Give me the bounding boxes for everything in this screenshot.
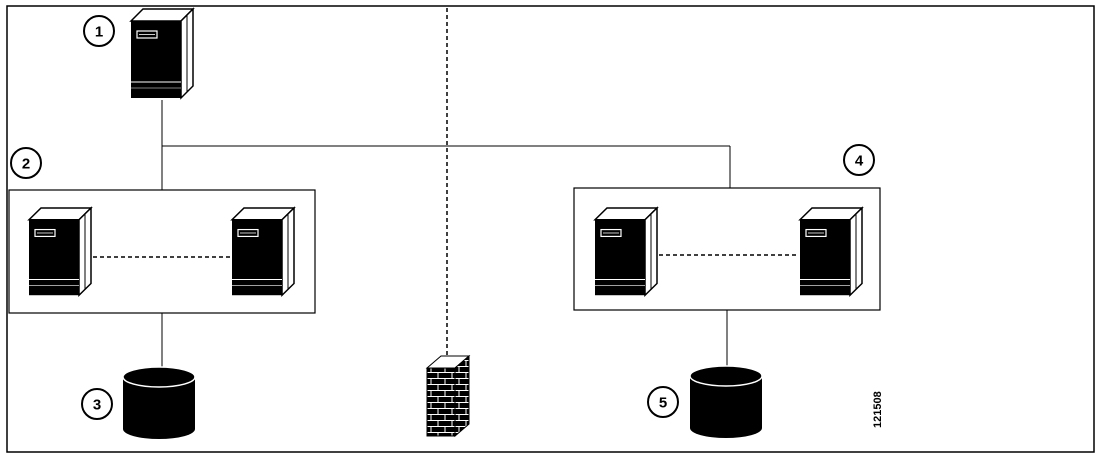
cluster-box-right [573,187,881,311]
connection-lines [161,100,731,368]
callout-3: 3 [81,388,113,420]
figure-id: 121508 [872,391,884,428]
cluster-box-left [8,189,316,314]
server-icon [799,207,863,296]
callout-label: 5 [659,395,667,412]
server-icon [231,207,295,296]
callout-label: 4 [855,153,864,170]
server-icon [594,207,658,296]
callout-4: 4 [843,144,875,176]
callout-label: 3 [93,397,101,414]
firewall-icon [425,354,471,438]
callout-2: 2 [10,147,42,179]
callout-5: 5 [647,386,679,418]
diagram-frame [6,5,1095,453]
callout-label: 1 [95,24,103,41]
callout-1: 1 [83,15,115,47]
database-icon [122,366,196,440]
database-icon [689,365,763,439]
callout-label: 2 [22,156,30,173]
server-icon [28,207,92,296]
server-icon [130,8,194,99]
